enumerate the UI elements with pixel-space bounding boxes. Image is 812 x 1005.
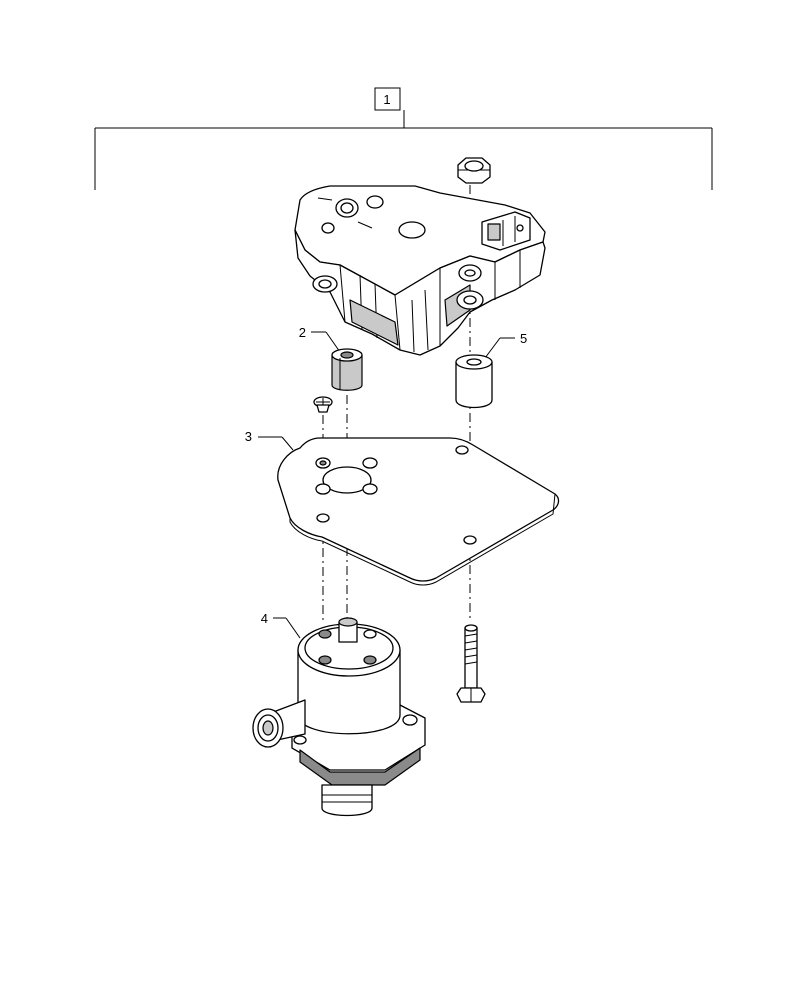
- spacer-large: [455, 354, 493, 409]
- assembly-callout-box: [374, 87, 401, 111]
- callout-1: 1: [383, 92, 390, 107]
- actuator-motor: [294, 185, 546, 356]
- mounting-plate: [277, 437, 560, 586]
- valve-group: 4: [252, 611, 426, 817]
- spacer-large-group: 5: [455, 331, 527, 409]
- spacer-small: [331, 348, 363, 391]
- spacer-small-group: 2: [299, 325, 363, 391]
- bolt: [456, 624, 486, 703]
- plate-group: 3: [245, 429, 560, 586]
- screw: [313, 396, 333, 413]
- callout-4: 4: [261, 611, 268, 626]
- assembly-bracket: 1: [94, 87, 713, 190]
- water-valve: [252, 617, 426, 817]
- callout-3: 3: [245, 429, 252, 444]
- hex-nut: [457, 157, 491, 184]
- callout-2: 2: [299, 325, 306, 340]
- callout-5: 5: [520, 331, 527, 346]
